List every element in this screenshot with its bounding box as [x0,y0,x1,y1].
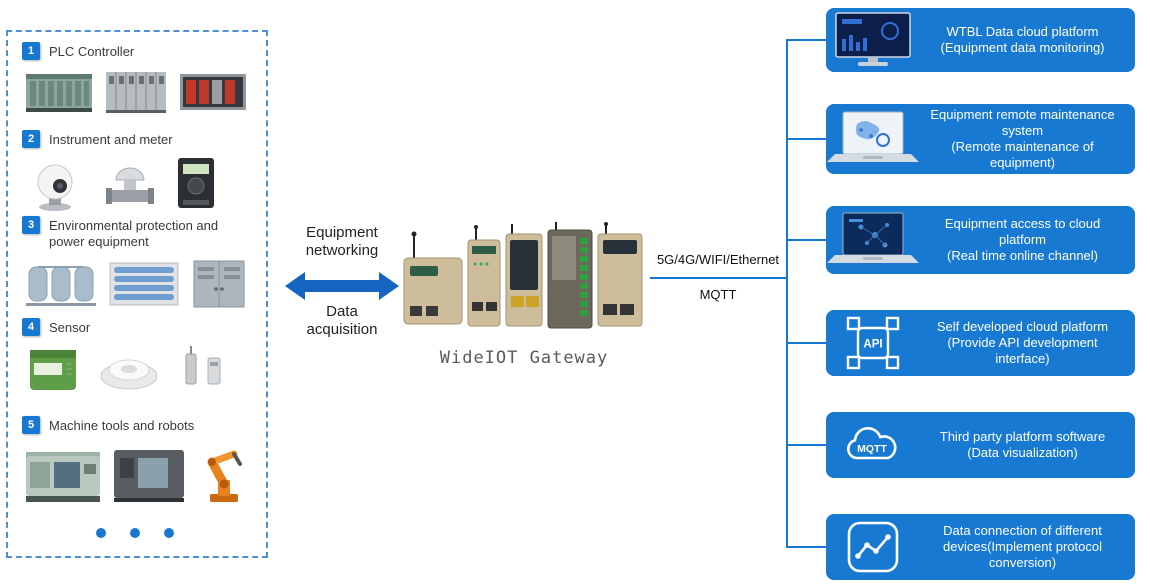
platform-subtitle: (Remote maintenance of equipment) [951,139,1094,171]
cloud-bus-line [786,39,788,548]
proximity-sensor-image [185,346,221,385]
platform-card-protocol-conversion: Data connection of different devices(Imp… [826,514,1135,580]
pagination-dot [130,528,140,538]
category-label: Machine tools and robots [49,418,195,433]
plc-rack-gray-image [106,72,166,114]
category-images [24,259,262,309]
mqtt-cloud-icon: MQTT [826,421,920,469]
link-label-mqtt: MQTT [699,287,737,302]
category-header: 5 Machine tools and robots [22,416,262,434]
machining-center-image [114,450,184,503]
gateway-label: WideIOT Gateway [439,348,609,368]
category-header: 1 PLC Controller [22,42,262,60]
category-instrument: 2 Instrument and meter [22,130,262,212]
category-number-badge: 2 [22,130,40,148]
pagination-dots [96,528,174,538]
category-label: Environmental protection and power equip… [49,218,219,250]
category-number-badge: 3 [22,216,40,234]
platform-card-text: Third party platform software (Data visu… [920,426,1135,465]
smoke-detector-image [100,359,158,390]
cctv-camera-image [37,164,73,212]
category-label: PLC Controller [49,44,135,59]
platform-title: Self developed cloud platform [936,318,1109,334]
stub-line-4 [786,342,826,344]
platform-card-text: Data connection of different devices(Imp… [920,520,1135,575]
platform-card-cloud-access: Equipment access to cloud platform (Real… [826,206,1135,274]
pagination-dot [96,528,106,538]
category-environment: 3 Environmental protection and power equ… [22,216,262,309]
stub-line-3 [786,239,826,241]
platform-card-text: Equipment remote maintenance system (Rem… [920,104,1135,175]
platform-subtitle: (Provide API development interface) [947,334,1098,367]
category-label: Sensor [49,320,91,335]
water-treatment-tanks-image [26,265,96,306]
arrow-right-head [379,272,399,300]
platform-card-text: WTBL Data cloud platform (Equipment data… [920,21,1135,60]
category-images [24,344,262,396]
gateway-to-cloud-line [650,277,787,279]
stub-line-5 [786,444,826,446]
control-valve-image [106,167,154,205]
category-machines: 5 Machine tools and robots [22,416,262,504]
platform-title: Equipment access to cloud platform [944,215,1101,247]
gateway-devices-image [403,222,643,329]
platform-card-text: Equipment access to cloud platform (Real… [920,213,1135,268]
platform-card-self-developed: API Self developed cloud platform (Provi… [826,310,1135,376]
double-arrow [285,272,399,300]
api-chip-icon: API [826,314,920,372]
cnc-lathe-image [26,452,100,503]
platform-title: WTBL Data cloud platform [946,23,1099,39]
platform-title: Data connection of different devices(Imp… [943,522,1102,571]
category-images [24,68,262,114]
category-sensor: 4 Sensor [22,318,262,396]
stub-line-6 [786,546,826,548]
mqtt-icon-label: MQTT [857,443,887,455]
platform-subtitle: (Equipment data monitoring) [940,40,1105,55]
category-plc: 1 PLC Controller [22,42,262,114]
arrow-label-bottom: Data acquisition [306,303,378,338]
stub-line-2 [786,138,826,140]
category-label: Instrument and meter [49,132,173,147]
laptop-maintenance-icon [826,110,920,168]
plc-rack-red-image [180,74,246,111]
category-header: 3 Environmental protection and power equ… [22,216,262,251]
category-images [24,442,262,504]
stub-line-1 [786,39,826,41]
platform-title: Third party platform software [939,428,1106,444]
device-category-panel [6,30,268,558]
category-images [24,156,262,212]
power-cabinet-image [193,260,245,307]
platform-card-wtbl: WTBL Data cloud platform (Equipment data… [826,8,1135,72]
platform-card-remote-maintenance: Equipment remote maintenance system (Rem… [826,104,1135,174]
api-icon-label: API [863,339,882,351]
link-label-5g: 5G/4G/WIFI/Ethernet [656,252,780,267]
category-number-badge: 1 [22,42,40,60]
laptop-cloud-icon [826,211,920,269]
desktop-dashboard-icon [826,11,920,69]
category-number-badge: 5 [22,416,40,434]
arrow-label-top: Equipment networking [305,224,379,259]
line-chart-icon [826,519,920,575]
membrane-filtration-unit-image [109,262,179,305]
platform-card-text: Self developed cloud platform (Provide A… [920,316,1135,371]
platform-card-third-party: MQTT Third party platform software (Data… [826,412,1135,478]
category-header: 2 Instrument and meter [22,130,262,148]
platform-title: Equipment remote maintenance system [930,106,1115,138]
category-header: 4 Sensor [22,318,262,336]
category-number-badge: 4 [22,318,40,336]
arrow-left-head [285,272,305,300]
gas-sensor-image [30,350,76,391]
pagination-dot [164,528,174,538]
robot-arm-image [207,450,242,503]
arrow-shaft [303,280,381,292]
platform-subtitle: (Real time online channel) [946,248,1099,264]
energy-meter-image [178,158,214,209]
plc-rack-teal-image [26,74,92,113]
platform-subtitle: (Data visualization) [967,445,1078,460]
